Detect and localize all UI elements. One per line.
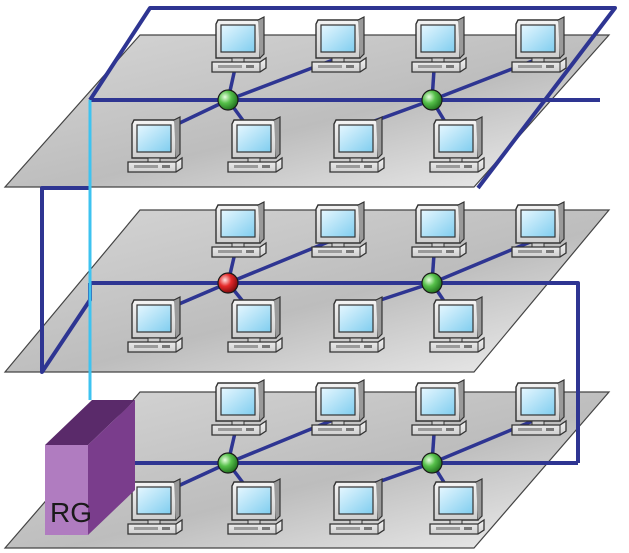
computer-workstation-icon	[411, 201, 467, 258]
network-hub-icon	[421, 89, 443, 111]
hubs	[217, 89, 443, 474]
computer-workstation-icon	[511, 379, 567, 436]
network-hub-icon	[421, 272, 443, 294]
computer-workstation-icon	[211, 201, 267, 258]
network-hub-icon	[217, 89, 239, 111]
backbone-middle-floor	[90, 281, 580, 463]
computer-workstation-icon	[411, 379, 467, 436]
computer-workstation-icon	[127, 296, 183, 353]
network-hub-icon	[217, 452, 239, 474]
backbone-cables	[40, 6, 617, 465]
computer-workstation-icon	[429, 116, 485, 173]
computer-workstation-icon	[329, 116, 385, 173]
computer-workstation-icon	[429, 296, 485, 353]
computer-workstation-icon	[329, 296, 385, 353]
computer-workstation-icon	[211, 16, 267, 73]
computer-workstation-icon	[311, 201, 367, 258]
computer-workstation-icon	[227, 478, 283, 535]
computer-workstation-icon	[511, 201, 567, 258]
computer-workstation-icon	[127, 116, 183, 173]
computer-workstation-icon	[127, 478, 183, 535]
computer-workstation-icon	[211, 379, 267, 436]
computer-workstation-icon	[311, 16, 367, 73]
computer-workstation-icon	[227, 116, 283, 173]
router-label: RG	[50, 497, 92, 528]
computer-workstation-icon	[227, 296, 283, 353]
network-hub-fault-icon	[217, 272, 239, 294]
computer-workstation-icon	[311, 379, 367, 436]
computer-workstation-icon	[429, 478, 485, 535]
router-box-icon: RG	[45, 400, 135, 535]
network-hub-icon	[421, 452, 443, 474]
computer-workstation-icon	[511, 16, 567, 73]
computer-workstation-icon	[411, 16, 467, 73]
computer-workstation-icon	[329, 478, 385, 535]
